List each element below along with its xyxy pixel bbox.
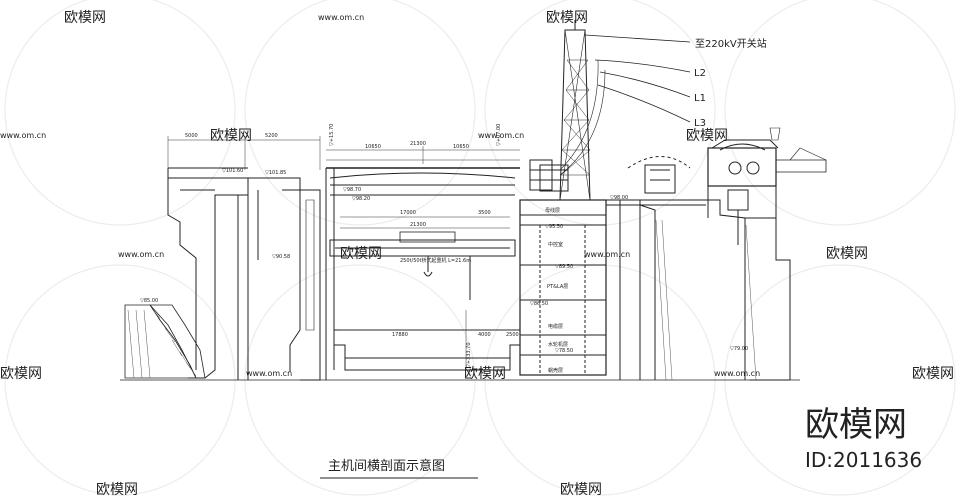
dim-10650-left: 10650 (365, 144, 381, 150)
elev-98-70: ▽98.70 (343, 187, 361, 193)
elev-98-20: ▽98.20 (352, 196, 370, 202)
watermark-url: www.om.cn (584, 250, 630, 259)
elev-85-00: ▽85.00 (140, 298, 158, 304)
dim-21300-mid: 21300 (410, 222, 426, 228)
dim-5200: 5200 (265, 133, 278, 139)
watermark-logo: 欧模网 (96, 482, 138, 498)
dim-10650-right: 10650 (453, 144, 469, 150)
elev-90-58: ▽90.58 (272, 254, 290, 260)
hatch-fills (127, 219, 757, 381)
watermark-logo: 欧模网 (686, 128, 728, 144)
watermark-logo: 欧模网 (826, 246, 868, 262)
brand-id: ID:2011636 (805, 448, 922, 472)
watermark-logo: 欧模网 (0, 366, 42, 382)
elev-101-60: ▽101.60 (222, 168, 243, 174)
room-pt-la: PT&LA层 (547, 284, 568, 290)
room-scroll-case: 蜗壳层 (548, 367, 563, 374)
watermark-logo: 欧模网 (546, 10, 588, 26)
elev-07-00: ▽+07.00 (496, 124, 502, 146)
dim-21300-top: 21300 (410, 141, 426, 147)
label-line-l1: L1 (694, 93, 706, 104)
watermark-url: www.om.cn (714, 369, 760, 378)
dim-3500: 3500 (478, 210, 491, 216)
room-cable: 电缆层 (548, 323, 563, 330)
elev-333-70: ▽+333.70 (466, 342, 472, 368)
dim-2500: 2500 (506, 332, 519, 338)
dimension-lines (167, 136, 520, 370)
elev-101-85: ▽101.85 (265, 170, 286, 176)
elev-95-50: ▽95.50 (545, 224, 563, 230)
drawing-title: 主机间横剖面示意图 (328, 458, 445, 474)
watermark-logo: 欧模网 (912, 366, 954, 382)
elev-86-50: ▽86.50 (530, 301, 548, 307)
dimension-labels-top: 5000 5200 10650 21300 10650 ▽101.85 ▽101… (185, 124, 502, 176)
watermark-url: www.om.cn (478, 131, 524, 140)
watermark-logo: 欧模网 (64, 10, 106, 26)
room-turbine: 水轮机层 (548, 341, 568, 348)
crane-spec-label: 250t/50t桥式起重机 L=21.6m (400, 257, 471, 264)
elev-98-00: ▽98.00 (610, 195, 628, 201)
watermark-logo: 欧模网 (340, 246, 382, 262)
elevation-labels-left: ▽90.58 ▽85.00 (140, 254, 290, 304)
dim-5000: 5000 (185, 133, 198, 139)
watermark-logo: 欧模网 (210, 128, 252, 144)
dimension-labels-bottom: 17880 4000 2500 ▽89.50 ▽86.50 ▽78.50 ▽79… (392, 264, 748, 368)
label-line-l2: L2 (694, 68, 706, 79)
elev-78-50: ▽78.50 (555, 348, 573, 354)
dimension-labels-mid: 17000 3500 21300 250t/50t桥式起重机 L=21.6m ▽… (343, 187, 628, 264)
dim-17880: 17880 (392, 332, 408, 338)
room-control: 中控室 (548, 241, 563, 248)
watermark-url: www.om.cn (246, 369, 292, 378)
room-labels: 母线层 中控室 PT&LA层 电缆层 水轮机层 蜗壳层 (545, 207, 568, 374)
watermark-url: www.om.cn (0, 131, 46, 140)
label-220kv-switchyard: 至220kV开关站 (695, 37, 767, 50)
label-line-l3: L3 (694, 118, 706, 129)
watermark-url: www.om.cn (318, 13, 364, 22)
dim-4000: 4000 (478, 332, 491, 338)
watermark-url: www.om.cn (118, 250, 164, 259)
elev-89-50: ▽89.50 (555, 264, 573, 270)
elev-79-00: ▽79.00 (730, 346, 748, 352)
outgoing-line-labels: 至220kV开关站 L2 L1 L3 (694, 37, 767, 129)
elev-15-70: ▽+15.70 (329, 124, 335, 146)
brand-name: 欧模网 (805, 405, 907, 445)
watermark-logo: 欧模网 (560, 482, 602, 498)
structure-linework (120, 20, 827, 381)
room-busbar: 母线层 (545, 207, 560, 214)
dim-17000: 17000 (400, 210, 416, 216)
